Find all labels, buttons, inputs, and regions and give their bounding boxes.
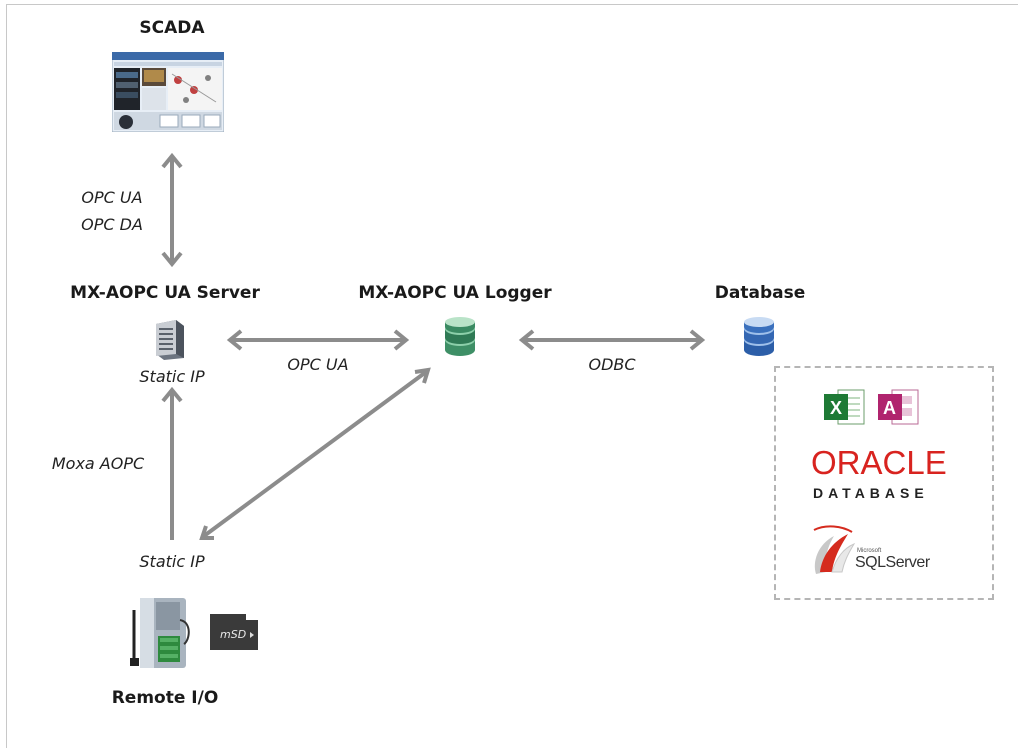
microsd-card-icon: mSD — [210, 614, 258, 650]
excel-icon: X — [824, 389, 865, 425]
database-products-box — [774, 366, 994, 600]
remote-io-device-icon — [130, 598, 190, 668]
excel-letter: X — [830, 398, 842, 418]
scada-screen-icon — [112, 52, 224, 132]
oracle-database-text: DATABASE — [813, 485, 929, 501]
protocol-odbc: ODBC — [588, 355, 636, 374]
sqlserver-logo-icon — [813, 525, 856, 574]
arrow-server-logger — [226, 329, 410, 351]
logger-database-icon — [445, 317, 475, 356]
protocol-opc-da-scada: OPC DA — [81, 215, 143, 234]
database-label: Database — [714, 283, 806, 303]
arrow-remote-server — [161, 386, 183, 540]
oracle-logo: ORACLE — [811, 444, 947, 481]
protocol-opc-ua-logger: OPC UA — [287, 355, 349, 374]
access-icon: A — [878, 389, 919, 425]
arrow-logger-database — [518, 329, 706, 351]
logger-label: MX-AOPC UA Logger — [358, 283, 552, 303]
access-letter: A — [883, 398, 896, 418]
remote-io-label: Remote I/O — [111, 688, 219, 708]
microsoft-small-text: Microsoft — [857, 548, 882, 554]
scada-label: SCADA — [139, 18, 205, 38]
server-label: MX-AOPC UA Server — [70, 283, 260, 303]
arrow-scada-server — [161, 152, 183, 268]
sqlserver-wordmark: SQLServer — [855, 554, 930, 571]
protocol-moxa-aopc: Moxa AOPC — [51, 454, 145, 473]
svg-text:mSD: mSD — [220, 628, 246, 641]
arrow-remote-logger — [199, 367, 431, 540]
server-static-ip: Static IP — [139, 367, 205, 386]
remote-static-ip: Static IP — [139, 552, 205, 571]
database-cylinder-icon — [744, 317, 774, 356]
protocol-opc-ua-scada: OPC UA — [81, 188, 143, 207]
diagram-frame — [6, 4, 1018, 748]
server-tower-icon — [156, 320, 184, 360]
